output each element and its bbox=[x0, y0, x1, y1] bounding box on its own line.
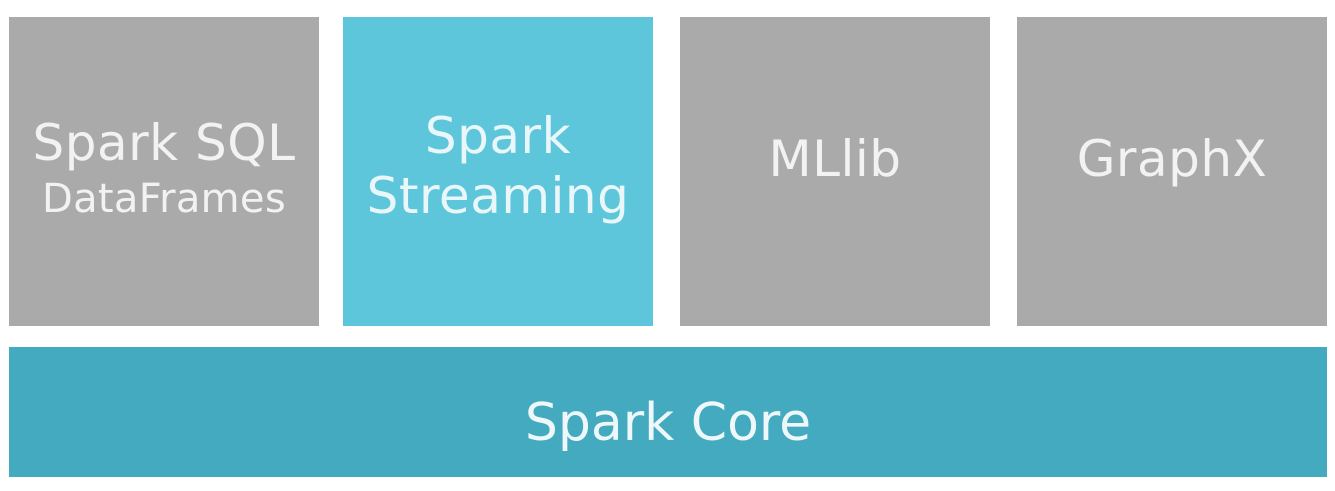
mllib-block: MLlib bbox=[680, 17, 990, 326]
mllib-label: MLlib bbox=[768, 129, 902, 188]
spark-core-label: Spark Core bbox=[524, 393, 812, 453]
spark-streaming-block: Spark Streaming bbox=[343, 17, 653, 326]
graphx-label: GraphX bbox=[1076, 129, 1268, 188]
spark-sql-label: Spark SQL bbox=[32, 113, 296, 172]
spark-sql-block: Spark SQL DataFrames bbox=[9, 17, 319, 326]
spark-streaming-label-line1: Spark bbox=[424, 106, 572, 165]
spark-streaming-label-line2: Streaming bbox=[366, 166, 630, 225]
spark-core-block: Spark Core bbox=[9, 347, 1327, 477]
graphx-block: GraphX bbox=[1017, 17, 1327, 326]
dataframes-label: DataFrames bbox=[42, 175, 286, 222]
